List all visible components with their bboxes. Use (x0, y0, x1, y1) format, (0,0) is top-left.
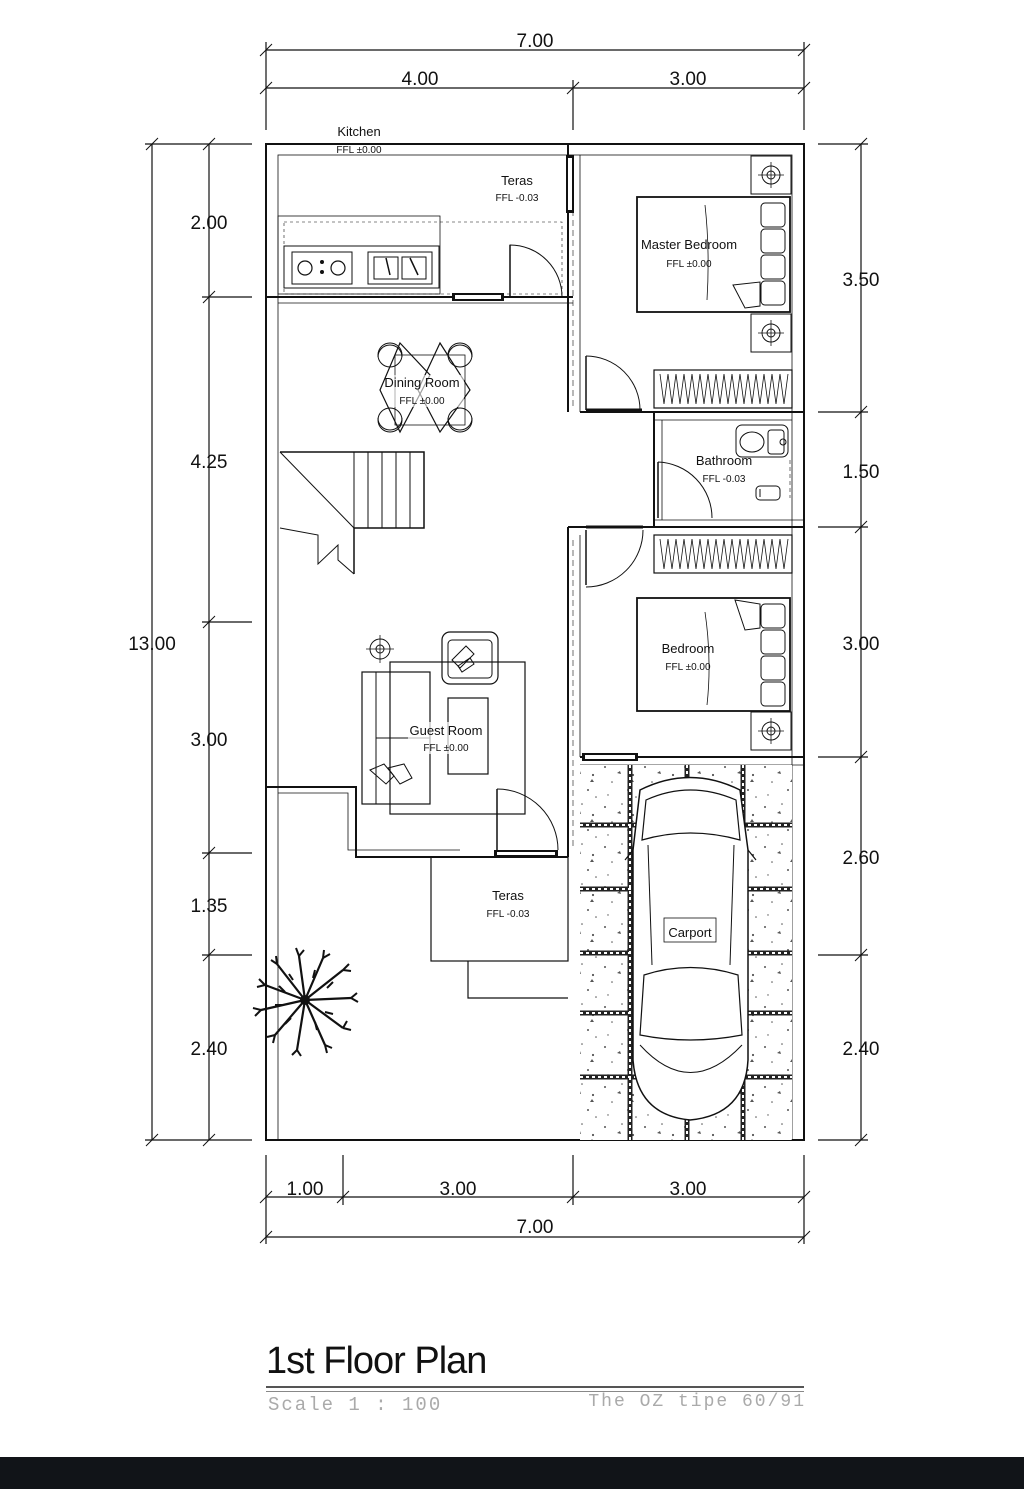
dim-bottom-3: 3.00 (670, 1179, 707, 1200)
carport-label: Carport (668, 925, 712, 940)
bathroom-ffl: FFL -0.03 (703, 474, 746, 485)
bedroom-label: Bedroom (662, 641, 715, 656)
dim-bottom-total: 7.00 (517, 1217, 554, 1238)
dim-right-5: 2.40 (843, 1039, 880, 1060)
kitchen-area: Kitchen FFL ±0.00 Teras FFL -0.03 (277, 124, 574, 301)
dim-bottom-2: 3.00 (440, 1179, 477, 1200)
bedroom-nightstand (750, 711, 792, 751)
dim-bottom-1: 1.00 (287, 1179, 324, 1200)
kitchen-label: Kitchen (337, 124, 380, 139)
dim-left-1: 2.00 (191, 213, 228, 234)
bottom-bar (0, 1457, 1024, 1489)
stairs (279, 451, 425, 575)
guest-room-ffl: FFL ±0.00 (423, 743, 469, 754)
dim-right-2: 1.50 (843, 462, 880, 483)
dim-left-4: 1.35 (191, 896, 228, 917)
bathroom-label: Bathroom (696, 453, 752, 468)
bed (636, 597, 791, 712)
dim-left-3: 3.00 (191, 730, 228, 751)
nightstand-top (750, 155, 792, 195)
teras-top-ffl: FFL -0.03 (496, 193, 539, 204)
master-bedroom-ffl: FFL ±0.00 (666, 259, 712, 270)
top-dimensions: 7.00 4.00 3.00 (259, 31, 811, 130)
teras-front-label: Teras (492, 888, 524, 903)
bedroom: Bedroom FFL ±0.00 (582, 525, 793, 761)
right-dimensions: 3.50 1.50 3.00 2.60 2.40 (818, 137, 880, 1147)
plant-icon (252, 947, 359, 1057)
bottom-dimensions: 1.00 3.00 3.00 7.00 (259, 1155, 811, 1244)
left-dimensions: 13.00 2.00 4.25 3.00 1.35 2.40 (128, 137, 252, 1147)
master-wardrobe (653, 369, 793, 409)
guest-room-label: Guest Room (410, 723, 483, 738)
title-rule-thin (266, 1391, 804, 1392)
dining-room-ffl: FFL ±0.00 (399, 396, 445, 407)
toilet-icon (735, 424, 789, 458)
dining-room: Dining Room FFL ±0.00 (377, 341, 473, 434)
dim-top-left: 4.00 (402, 69, 439, 90)
dining-table-left (379, 341, 431, 434)
bathroom: Bathroom FFL -0.03 (657, 424, 791, 519)
plan-scale: Scale 1 : 100 (268, 1394, 443, 1416)
plan-type: The OZ tipe 60/91 (588, 1392, 806, 1412)
dim-right-1: 3.50 (843, 270, 880, 291)
carport: Carport (580, 765, 792, 1140)
armchair (441, 631, 499, 685)
master-bedroom: Master Bedroom FFL ±0.00 (585, 155, 793, 412)
front-teras: Teras FFL -0.03 (430, 856, 569, 999)
stove-icon (291, 251, 353, 285)
dim-top-right: 3.00 (670, 69, 707, 90)
walls (265, 143, 805, 1141)
teras-top-label: Teras (501, 173, 533, 188)
nightstand-bottom (750, 313, 792, 353)
car-icon (632, 776, 749, 1121)
bedroom-ffl: FFL ±0.00 (665, 662, 711, 673)
plan-title: 1st Floor Plan (266, 1340, 487, 1382)
dim-left-5: 2.40 (191, 1039, 228, 1060)
dining-room-label: Dining Room (384, 375, 459, 390)
bedroom-wardrobe (653, 534, 793, 574)
dim-top-total: 7.00 (517, 31, 554, 52)
dim-right-4: 2.60 (843, 848, 880, 869)
guest-room: Guest Room FFL ±0.00 (361, 631, 559, 857)
sink-icon (367, 251, 433, 285)
dim-right-3: 3.00 (843, 634, 880, 655)
teras-front-ffl: FFL -0.03 (487, 909, 530, 920)
dim-left-2: 4.25 (191, 452, 228, 473)
title-rule (266, 1386, 804, 1388)
dining-table-right (417, 341, 471, 434)
master-bedroom-label: Master Bedroom (641, 237, 737, 252)
shower-icon (755, 485, 781, 501)
kitchen-ffl: FFL ±0.00 (336, 145, 382, 156)
dim-left-total: 13.00 (128, 634, 176, 655)
master-bed (636, 196, 791, 313)
